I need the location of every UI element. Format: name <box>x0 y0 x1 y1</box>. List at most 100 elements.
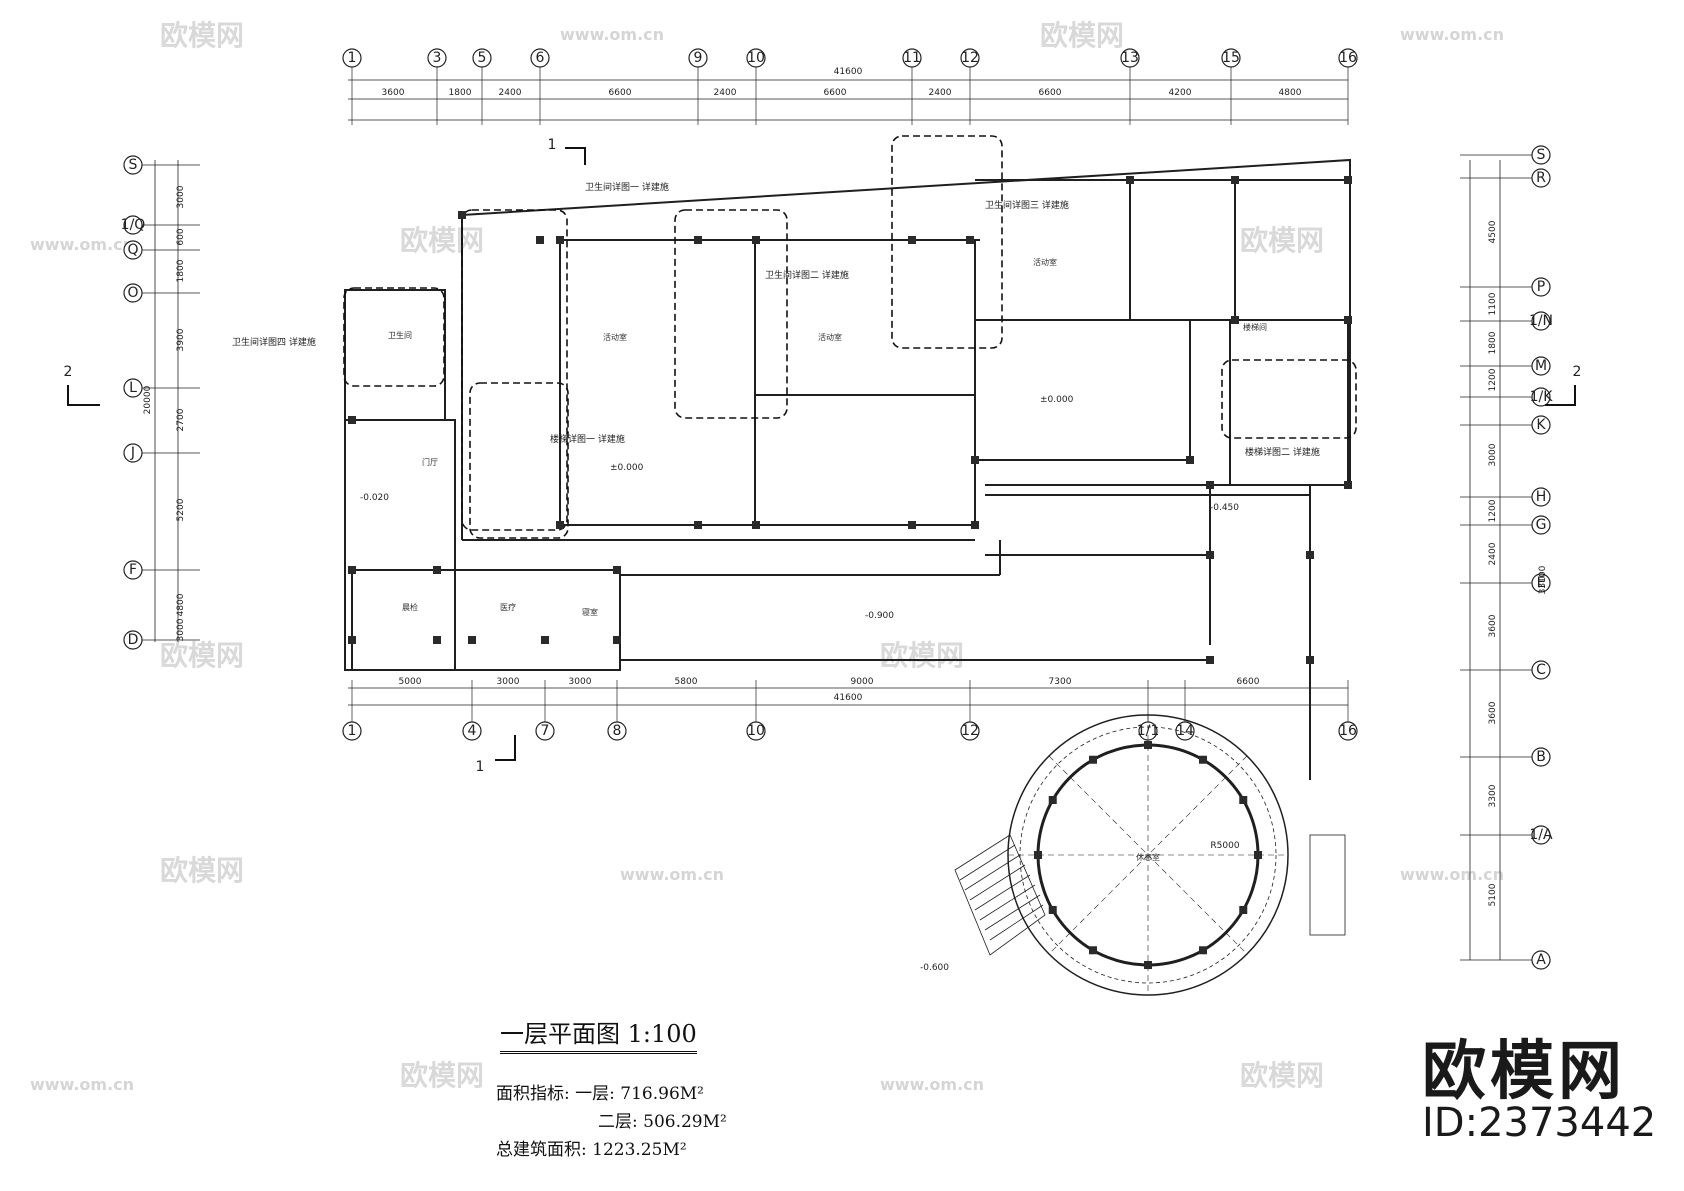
right-dim-value: 4500 <box>1488 220 1498 243</box>
top-axis-11: 11 <box>902 48 922 68</box>
column <box>1344 176 1352 184</box>
top-axis-6: 6 <box>530 48 550 68</box>
right-axis-1/N-text: 1/N <box>1529 313 1553 329</box>
bottom-axis-1: 1 <box>342 721 362 741</box>
column <box>1306 551 1314 559</box>
column <box>694 236 702 244</box>
floor1-value: 716.96M² <box>620 1084 704 1104</box>
column <box>1089 946 1097 955</box>
watermark-text: 欧模网 <box>400 224 484 257</box>
brand-id: ID:2373442 <box>1422 1100 1657 1146</box>
detail-note-3: 卫生间详图三 详建施 <box>985 199 1069 211</box>
top-dim-value: 2400 <box>499 88 522 98</box>
column <box>1048 796 1057 804</box>
column <box>613 566 621 574</box>
bottom-axis-16: 16 <box>1338 721 1358 741</box>
top-axis-15: 15 <box>1221 48 1241 68</box>
top-axis-15-text: 15 <box>1222 50 1240 66</box>
left-axis-D: D <box>123 630 143 650</box>
column <box>433 636 441 644</box>
right-axis-S: S <box>1531 145 1551 165</box>
left-axis-L-text: L <box>129 380 137 396</box>
level-mark-6: ±0.000 <box>1040 395 1074 405</box>
right-axis-G: G <box>1531 515 1551 535</box>
room-label-activity-2: 活动室 <box>818 332 842 342</box>
column <box>613 636 621 644</box>
column <box>1239 906 1248 914</box>
right-axis-C: C <box>1531 660 1551 680</box>
right-dim-value: 3600 <box>1488 701 1498 724</box>
right-axis-A-text: A <box>1536 952 1546 968</box>
bottom-axis-8: 8 <box>607 721 627 741</box>
column <box>1186 456 1194 464</box>
top-axis-10: 10 <box>746 48 766 68</box>
column <box>1144 961 1152 969</box>
bottom-dim-value: 5000 <box>399 677 422 687</box>
bottom-axis-12-text: 12 <box>961 723 979 739</box>
top-axis-1-text: 1 <box>348 50 357 66</box>
brand-logo: 欧模网 <box>1422 1035 1626 1109</box>
right-axis-P: P <box>1531 277 1551 297</box>
detail-note-4: 卫生间详图四 详建施 <box>232 336 316 348</box>
column <box>1144 741 1152 749</box>
top-axis-12-text: 12 <box>961 50 979 66</box>
watermark-text: 欧模网 <box>880 639 964 672</box>
right-axis-K: K <box>1531 415 1551 435</box>
left-axis-S: S <box>123 155 143 175</box>
column <box>1306 656 1314 664</box>
right-axis-H: H <box>1531 487 1551 507</box>
bottom-dim-value: 5800 <box>675 677 698 687</box>
top-axis-9-text: 9 <box>694 50 703 66</box>
watermark-text: 欧模网 <box>1240 224 1324 257</box>
left-axis-1/Q-text: 1/Q <box>121 217 146 233</box>
left-dim-value: 2700 <box>176 408 186 431</box>
top-dim-value: 6600 <box>1039 88 1062 98</box>
top-dim-value: 6600 <box>824 88 847 98</box>
watermark-text: 欧模网 <box>160 639 244 672</box>
right-dim-value: 1200 <box>1488 368 1498 391</box>
top-dim-value: 2400 <box>929 88 952 98</box>
right-axis-B-text: B <box>1536 749 1546 765</box>
right-dim-value: 2400 <box>1488 542 1498 565</box>
floor1-label: 一层: <box>575 1084 615 1104</box>
column <box>694 521 702 529</box>
top-axis-3: 3 <box>427 48 447 68</box>
bottom-axis-1-text: 1 <box>348 723 357 739</box>
top-axis-12: 12 <box>960 48 980 68</box>
right-axis-1/A: 1/A <box>1529 825 1553 845</box>
plan-title-block: 一层平面图 1:100 <box>500 1014 740 1054</box>
level-marks: ±0.000 -0.900 -0.020 -0.600 -0.450 ±0.00… <box>360 395 1239 973</box>
bottom-dim-value: 7300 <box>1049 677 1072 687</box>
area-row-total: 总建筑面积: 1223.25M² <box>496 1136 727 1164</box>
right-dimension-values: 4500110018001200300012002400360036003300… <box>1488 220 1498 906</box>
level-mark-1: ±0.000 <box>610 463 644 473</box>
column <box>1199 755 1207 764</box>
column <box>971 521 979 529</box>
right-axis-1/K-text: 1/K <box>1530 389 1554 405</box>
column <box>1199 946 1207 955</box>
room-label-stairwell: 楼梯间 <box>1243 322 1267 332</box>
left-axis-L: L <box>123 378 143 398</box>
detail-note-2: 卫生间详图二 详建施 <box>765 269 849 281</box>
column <box>908 236 916 244</box>
right-axis-S-text: S <box>1537 147 1546 163</box>
right-axis-M: M <box>1531 356 1551 376</box>
top-axis-13: 13 <box>1120 48 1140 68</box>
bottom-axis-4: 4 <box>462 721 482 741</box>
column <box>1034 851 1042 859</box>
area-row-floor1: 面积指标: 一层: 716.96M² <box>496 1080 727 1108</box>
left-axis-Q: Q <box>123 240 143 260</box>
left-dim-value: 1800 <box>176 259 186 282</box>
column <box>1126 176 1134 184</box>
building-walls <box>344 158 1351 780</box>
top-dim-value: 4800 <box>1279 88 1302 98</box>
column <box>1206 481 1214 489</box>
left-dimension-lines <box>154 160 179 642</box>
right-axis-R: R <box>1531 168 1551 188</box>
bottom-axis-10-text: 10 <box>747 723 765 739</box>
right-dim-value: 1800 <box>1488 331 1498 354</box>
room-label-check: 晨检 <box>402 602 418 612</box>
